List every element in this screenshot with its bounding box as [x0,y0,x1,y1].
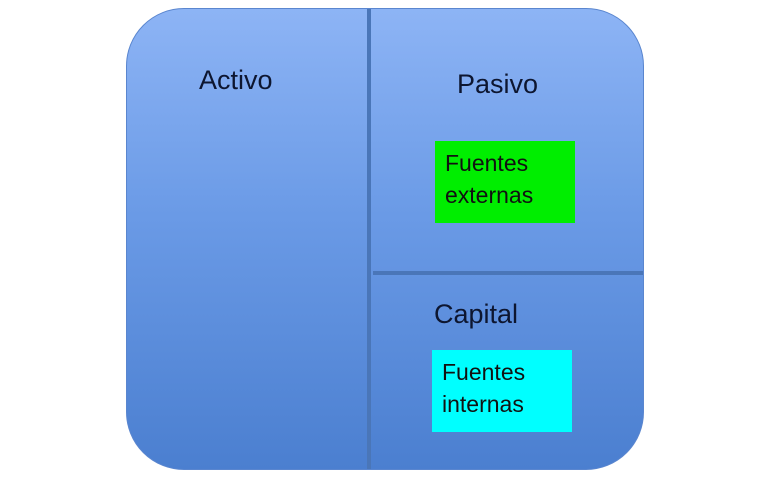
fuentes-internas-line1: Fuentes [442,359,526,385]
activo-label: Activo [199,65,273,95]
vertical-divider [367,9,371,469]
horizontal-divider [373,271,643,275]
fuentes-externas-line2: externas [445,182,534,208]
fuentes-externas-line1: Fuentes [445,150,529,176]
pasivo-label: Pasivo [457,69,539,99]
fuentes-externas-box: Fuentes externas [435,141,575,223]
balance-sheet-diagram: Activo Pasivo Capital Fuentes externas F… [126,8,644,470]
fuentes-internas-line2: internas [442,391,524,417]
capital-label: Capital [434,299,519,329]
fuentes-internas-box: Fuentes internas [432,350,572,432]
